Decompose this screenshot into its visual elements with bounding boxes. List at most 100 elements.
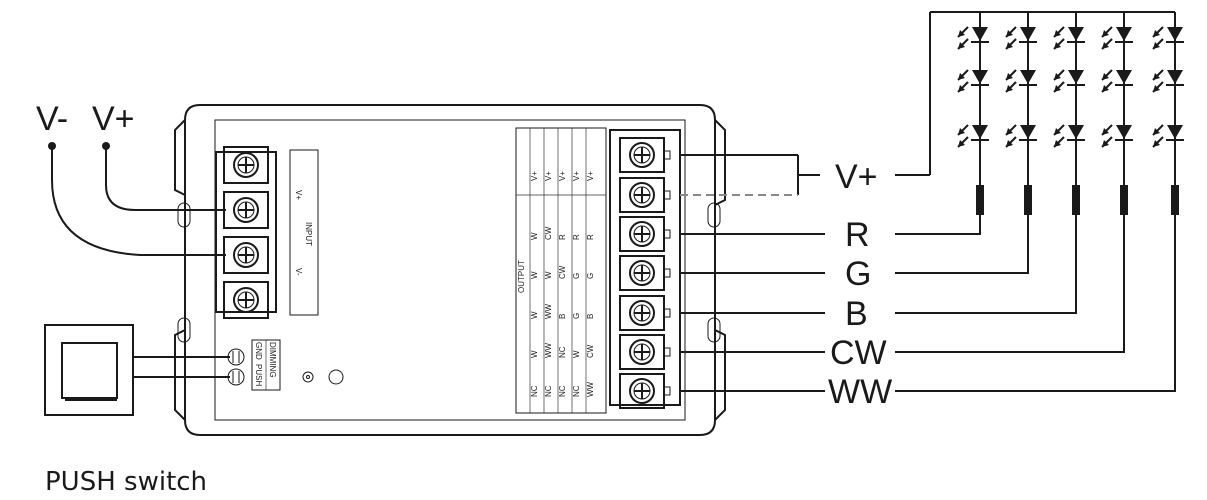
output-cell: CW bbox=[586, 344, 595, 358]
led-diode bbox=[1005, 69, 1037, 93]
output-title: OUTPUT bbox=[517, 260, 526, 293]
led-diode bbox=[957, 69, 989, 93]
output-cell: G bbox=[586, 273, 595, 279]
output-screw-tab bbox=[663, 268, 671, 278]
led-diode bbox=[957, 124, 989, 148]
led-string bbox=[957, 12, 989, 215]
output-cell: G bbox=[572, 273, 581, 279]
output-screw-6 bbox=[619, 334, 665, 370]
output-cell: W bbox=[544, 271, 553, 279]
output-cell: CW bbox=[544, 226, 553, 240]
output-screw-tab bbox=[663, 347, 671, 357]
dimming-gnd-label: GND bbox=[254, 342, 263, 360]
output-screw-4 bbox=[619, 255, 665, 291]
wire-label-r: R bbox=[845, 216, 870, 254]
output-screw-tab bbox=[663, 308, 671, 318]
input-screw-3 bbox=[223, 236, 269, 274]
output-cell: W bbox=[530, 232, 539, 240]
led-string bbox=[1152, 12, 1184, 215]
output-cell: V+ bbox=[572, 171, 581, 181]
wire-label-v-plus: V+ bbox=[835, 158, 878, 196]
output-screw-7 bbox=[619, 373, 665, 409]
input-minus-label: V- bbox=[294, 268, 303, 276]
output-cell: WW bbox=[544, 303, 553, 319]
output-cell: W bbox=[530, 311, 539, 319]
output-cell: G bbox=[572, 313, 581, 319]
led-string bbox=[1005, 12, 1037, 215]
led-resistor bbox=[1024, 185, 1032, 215]
led-diode bbox=[1152, 69, 1184, 93]
output-table: OUTPUT V+WWWWNCV+CWWWWWWNCV+RCWBNCNCV+RG… bbox=[515, 127, 607, 414]
input-screw-2 bbox=[223, 191, 269, 229]
led-diode bbox=[957, 26, 989, 50]
led-diode bbox=[1053, 69, 1085, 93]
led-string bbox=[1101, 12, 1133, 215]
output-cell: NC bbox=[544, 385, 553, 397]
dimming-title: DIMMING bbox=[268, 342, 277, 378]
led-resistor bbox=[1171, 185, 1179, 215]
output-cell: CW bbox=[558, 265, 567, 279]
output-cell: B bbox=[586, 314, 595, 319]
wire-label-cw: CW bbox=[830, 334, 887, 372]
dimming-terminals: DIMMING GND PUSH bbox=[227, 339, 344, 391]
output-wires bbox=[680, 154, 825, 392]
wire-label-ww: WW bbox=[828, 373, 892, 411]
led-diode bbox=[1101, 26, 1133, 50]
led-diode bbox=[1053, 124, 1085, 148]
output-screw-5 bbox=[619, 295, 665, 331]
input-screw-1 bbox=[223, 146, 269, 184]
output-cell: W bbox=[530, 350, 539, 358]
led-diode bbox=[1005, 124, 1037, 148]
output-cell: NC bbox=[530, 385, 539, 397]
output-screw-tab bbox=[663, 229, 671, 239]
output-cell: NC bbox=[558, 385, 567, 397]
output-cell: V+ bbox=[530, 171, 539, 181]
output-cell: V+ bbox=[586, 171, 595, 181]
output-screw-tab bbox=[663, 386, 671, 396]
led-resistor bbox=[1120, 185, 1128, 215]
output-cell: R bbox=[558, 234, 567, 240]
output-screw-tab bbox=[663, 150, 671, 160]
output-screw-2 bbox=[619, 177, 665, 213]
output-screw-tab bbox=[663, 190, 671, 200]
output-terminal-block bbox=[609, 129, 681, 409]
input-terminal-block: V+ INPUT V- bbox=[215, 146, 319, 319]
led-resistor bbox=[1072, 185, 1080, 215]
v-minus-label: V- bbox=[36, 100, 68, 138]
controller-housing bbox=[174, 104, 726, 436]
input-plus-label: V+ bbox=[294, 190, 303, 200]
output-cell: NC bbox=[572, 385, 581, 397]
wire-label-b: B bbox=[845, 295, 868, 333]
input-screw-4 bbox=[223, 281, 269, 319]
output-cell: V+ bbox=[544, 171, 553, 181]
led-diode bbox=[1053, 26, 1085, 50]
input-title: INPUT bbox=[304, 222, 313, 246]
output-cell: B bbox=[558, 314, 567, 319]
led-diode bbox=[1152, 124, 1184, 148]
indicator-led bbox=[302, 371, 314, 383]
dimming-push-label: PUSH bbox=[254, 364, 263, 386]
output-cell: W bbox=[572, 350, 581, 358]
led-matrix bbox=[957, 12, 1184, 215]
output-cell: WW bbox=[544, 342, 553, 358]
output-screw-1 bbox=[619, 137, 665, 173]
led-diode bbox=[1101, 69, 1133, 93]
output-cell: WW bbox=[586, 381, 595, 397]
power-wires: V- V+ bbox=[36, 100, 226, 256]
output-screw-3 bbox=[619, 216, 665, 252]
led-diode bbox=[1005, 26, 1037, 50]
output-cell: R bbox=[586, 234, 595, 240]
led-feed-wires bbox=[895, 11, 1176, 392]
led-diode bbox=[1101, 124, 1133, 148]
led-diode bbox=[1152, 26, 1184, 50]
wire-labels: V+ R G B CW WW bbox=[828, 158, 892, 411]
output-cell: W bbox=[530, 271, 539, 279]
v-plus-label: V+ bbox=[92, 100, 135, 138]
led-resistor bbox=[976, 185, 984, 215]
output-cell: R bbox=[572, 234, 581, 240]
led-string bbox=[1053, 12, 1085, 215]
output-cell: NC bbox=[558, 346, 567, 358]
push-switch: PUSH switch bbox=[44, 324, 230, 497]
